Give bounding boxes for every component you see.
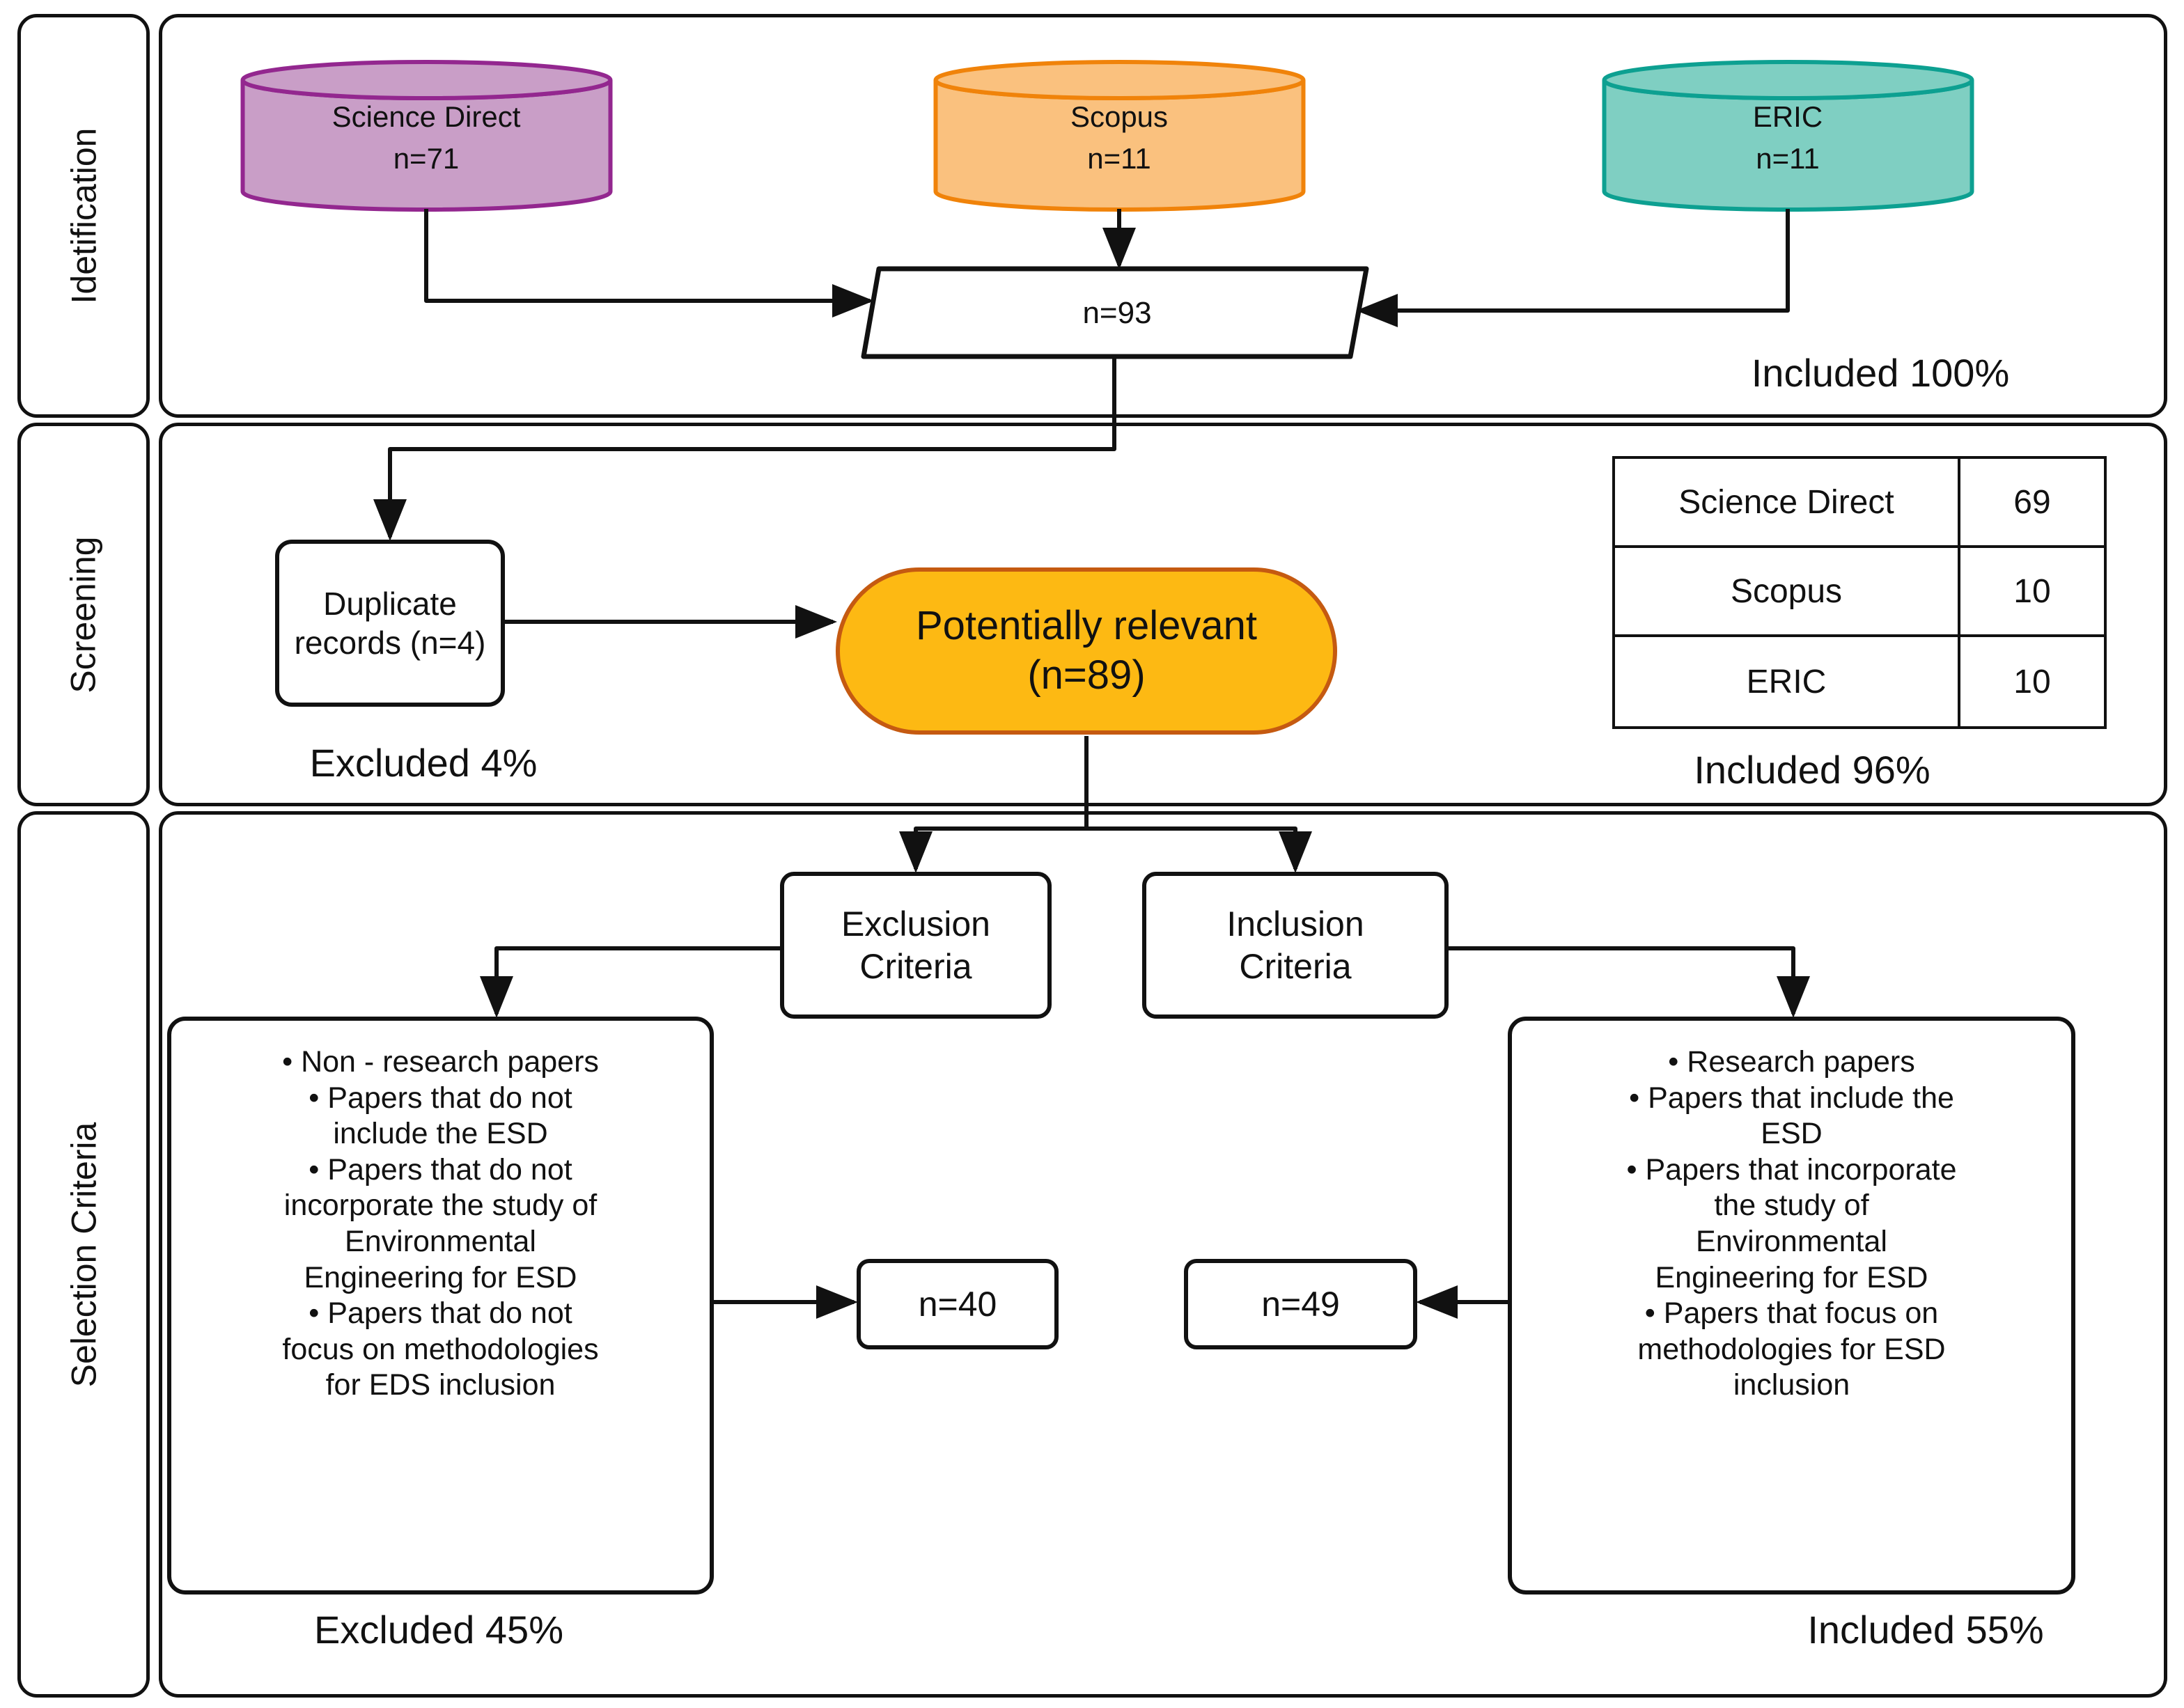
exclusion-list-item: Papers that do not include the ESD xyxy=(309,1081,572,1152)
row-label-identification: Idetification xyxy=(17,14,150,418)
merge-parallelogram-shape xyxy=(861,266,1369,359)
science-direct-cylinder-top xyxy=(240,60,613,100)
table-count-cell: 10 xyxy=(2013,663,2051,700)
excluded-count-box: n=40 xyxy=(857,1259,1059,1349)
row-label-identification-text: Idetification xyxy=(64,127,103,304)
table-row: ERIC 10 xyxy=(1615,637,2104,726)
science-direct-name: Science Direct xyxy=(332,100,521,133)
row-label-screening: Screening xyxy=(17,423,150,806)
potentially-relevant-pill: Potentially relevant (n=89) xyxy=(836,567,1337,735)
inclusion-criteria-box: Inclusion Criteria xyxy=(1142,872,1449,1019)
table-row: Scopus 10 xyxy=(1615,548,2104,637)
exclusion-criteria-box: Exclusion Criteria xyxy=(780,872,1052,1019)
inclusion-list-item: Papers that incorporate the study of Env… xyxy=(1626,1152,1957,1296)
selection-excluded-label: Excluded 45% xyxy=(313,1608,563,1652)
duplicate-records-box: Duplicate records (n=4) xyxy=(275,540,505,707)
scopus-count: n=11 xyxy=(1087,142,1151,175)
merge-count-text: n=93 xyxy=(1082,296,1151,330)
row-label-selection-criteria-text: Selection Criteria xyxy=(64,1122,103,1387)
table-source-cell: Science Direct xyxy=(1615,459,1960,545)
included-count-box: n=49 xyxy=(1184,1259,1417,1349)
table-count-cell: 69 xyxy=(2013,483,2051,521)
exclusion-list-box: Non - research papers Papers that do not… xyxy=(167,1017,714,1595)
table-row: Science Direct 69 xyxy=(1615,459,2104,548)
inclusion-list-item: Research papers xyxy=(1668,1044,1914,1081)
identification-included-label: Included 100% xyxy=(1751,351,2010,395)
eric-name: ERIC xyxy=(1753,100,1823,133)
inclusion-list-item: Papers that focus on methodologies for E… xyxy=(1637,1296,1945,1404)
science-direct-cylinder: Science Direct n=71 xyxy=(240,60,613,212)
scopus-name: Scopus xyxy=(1070,100,1168,133)
exclusion-list-item: Papers that do not focus on methodologie… xyxy=(282,1296,598,1404)
eric-cylinder: ERIC n=11 xyxy=(1602,60,1974,212)
exclusion-list-item: Papers that do not incorporate the study… xyxy=(284,1152,597,1296)
inclusion-list-box: Research papers Papers that include the … xyxy=(1508,1017,2075,1595)
table-count-cell: 10 xyxy=(2013,572,2051,610)
merge-parallelogram: n=93 xyxy=(861,266,1369,359)
screening-included-label: Included 96% xyxy=(1694,748,1930,792)
row-label-screening-text: Screening xyxy=(64,535,103,694)
science-direct-count: n=71 xyxy=(393,142,460,175)
eric-count: n=11 xyxy=(1756,142,1820,175)
scopus-cylinder-top xyxy=(933,60,1306,100)
inclusion-list-item: Papers that include the ESD xyxy=(1629,1081,1954,1152)
screening-counts-table: Science Direct 69 Scopus 10 ERIC 10 xyxy=(1612,456,2107,729)
row-label-selection-criteria: Selection Criteria xyxy=(17,811,150,1698)
scopus-cylinder: Scopus n=11 xyxy=(933,60,1306,212)
selection-included-label: Included 55% xyxy=(1807,1608,2044,1652)
table-source-cell: ERIC xyxy=(1615,637,1960,726)
eric-cylinder-top xyxy=(1602,60,1974,100)
screening-excluded-label: Excluded 4% xyxy=(309,741,538,785)
table-source-cell: Scopus xyxy=(1615,548,1960,634)
exclusion-list-item: Non - research papers xyxy=(282,1044,599,1081)
